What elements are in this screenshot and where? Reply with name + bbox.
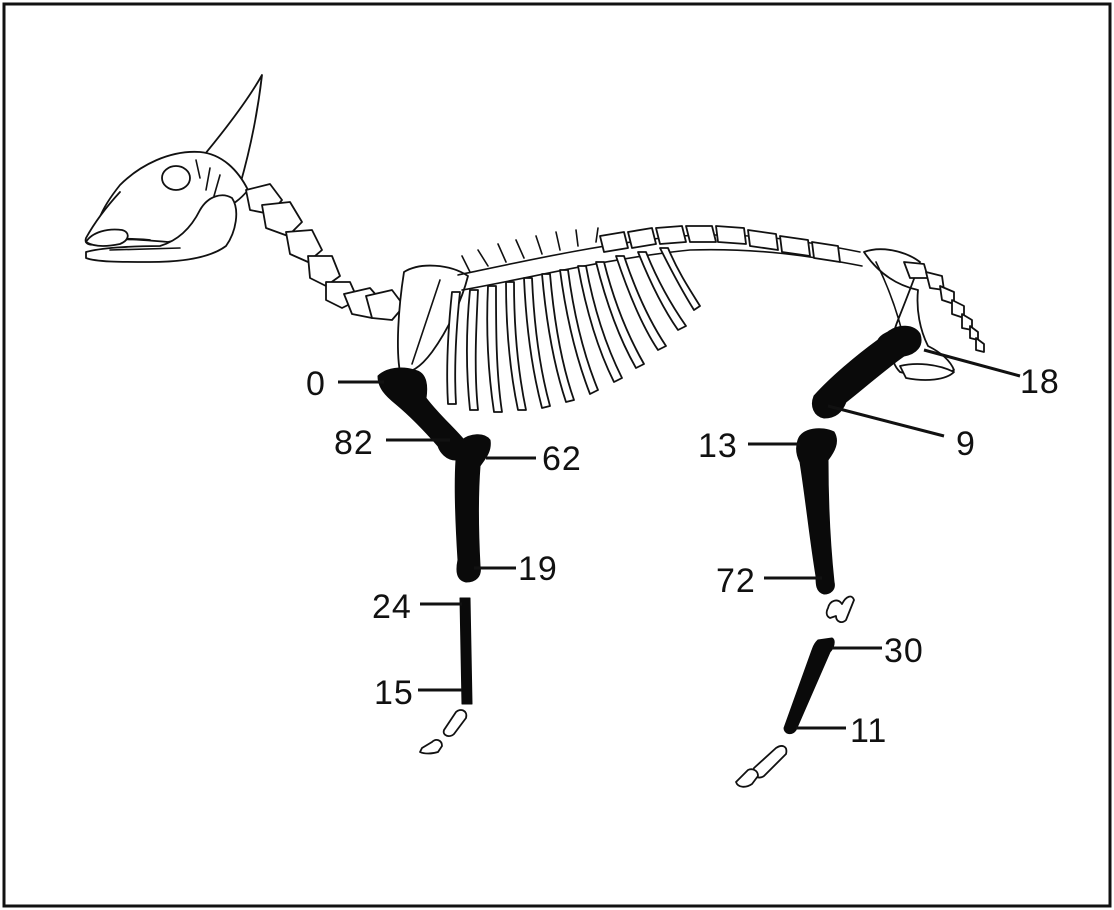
ribs	[447, 248, 700, 412]
fore-hoof	[420, 740, 442, 754]
hind-hoof	[736, 769, 758, 787]
label-82: 82	[334, 424, 374, 462]
cervical-vertebrae	[246, 184, 404, 320]
eye-orbit	[162, 166, 190, 190]
tibia	[797, 429, 837, 594]
fore-phalanx-1	[444, 710, 467, 736]
label-13: 13	[698, 427, 738, 465]
label-24: 24	[372, 588, 412, 626]
label-0: 0	[306, 365, 326, 403]
tarsal	[827, 597, 854, 623]
metatarsal	[784, 638, 834, 734]
label-15: 15	[374, 674, 414, 712]
leader-lines	[338, 350, 1020, 728]
label-19: 19	[518, 550, 558, 588]
label-30: 30	[884, 632, 924, 670]
label-9: 9	[956, 425, 976, 463]
skull	[86, 75, 262, 262]
label-72: 72	[716, 562, 756, 600]
thoracic-lumbar-vertebrae	[458, 226, 862, 290]
label-62: 62	[542, 440, 582, 478]
metacarpal	[460, 598, 472, 704]
radius-ulna	[455, 435, 490, 582]
hindlimb	[736, 326, 921, 787]
label-11: 11	[850, 712, 887, 750]
label-18: 18	[1020, 363, 1060, 401]
